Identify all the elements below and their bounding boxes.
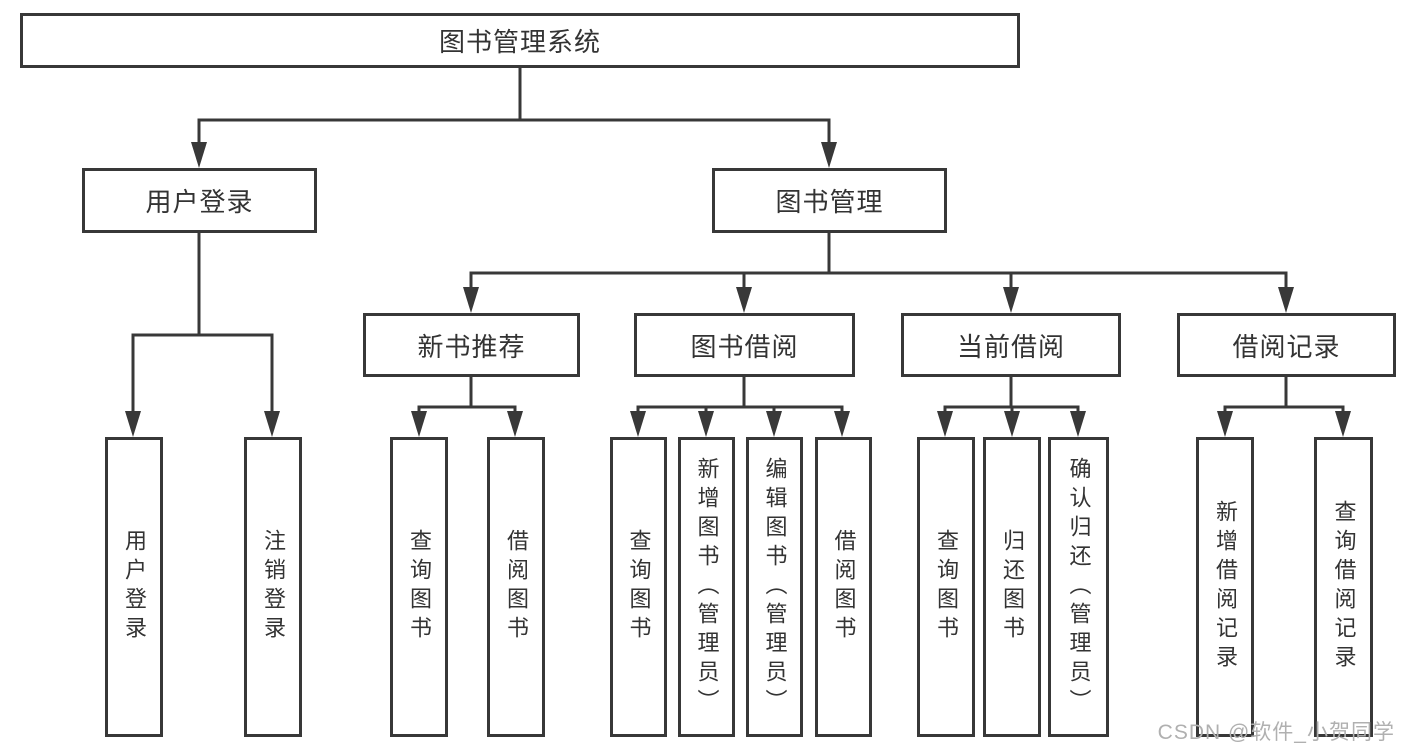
node-borrow-records: 借阅记录 (1177, 313, 1396, 377)
leaf-return-book: 归还图书 (983, 437, 1041, 737)
leaf-label: 新增图书（管理员） (694, 456, 720, 718)
leaf-label: 借阅图书 (504, 529, 529, 645)
leaf-confirm-return-admin: 确认归还（管理员） (1048, 437, 1109, 737)
leaf-user-login: 用户登录 (105, 437, 163, 737)
leaf-label: 查询借阅记录 (1331, 500, 1357, 674)
leaf-query-borrow-record: 查询借阅记录 (1314, 437, 1373, 737)
leaf-label: 归还图书 (1000, 529, 1025, 645)
leaf-label: 查询图书 (626, 529, 652, 645)
leaf-add-borrow-record: 新增借阅记录 (1196, 437, 1254, 737)
leaf-query-books-2: 查询图书 (610, 437, 667, 737)
leaf-query-books-1: 查询图书 (390, 437, 448, 737)
node-book-management: 图书管理 (712, 168, 947, 233)
node-user-login: 用户登录 (82, 168, 317, 233)
arrowheads (125, 142, 1351, 437)
leaf-edit-book-admin: 编辑图书（管理员） (746, 437, 803, 737)
leaf-logout: 注销登录 (244, 437, 302, 737)
leaf-label: 编辑图书（管理员） (762, 456, 788, 718)
csdn-watermark: CSDN @软件_小贺同学 (1157, 721, 1395, 744)
leaf-label: 确认归还（管理员） (1066, 456, 1092, 718)
node-current-borrow: 当前借阅 (901, 313, 1121, 377)
leaf-label: 注销登录 (261, 529, 286, 645)
leaf-label: 新增借阅记录 (1213, 500, 1238, 674)
leaf-label: 查询图书 (934, 529, 959, 645)
leaf-add-book-admin: 新增图书（管理员） (678, 437, 735, 737)
leaf-label: 用户登录 (122, 529, 147, 645)
leaf-query-books-3: 查询图书 (917, 437, 975, 737)
leaf-borrow-books-2: 借阅图书 (815, 437, 872, 737)
leaf-label: 借阅图书 (831, 529, 857, 645)
leaf-borrow-books-1: 借阅图书 (487, 437, 545, 737)
node-new-book-recommend: 新书推荐 (363, 313, 580, 377)
leaf-label: 查询图书 (407, 529, 432, 645)
node-book-borrow: 图书借阅 (634, 313, 855, 377)
node-root: 图书管理系统 (20, 13, 1020, 68)
